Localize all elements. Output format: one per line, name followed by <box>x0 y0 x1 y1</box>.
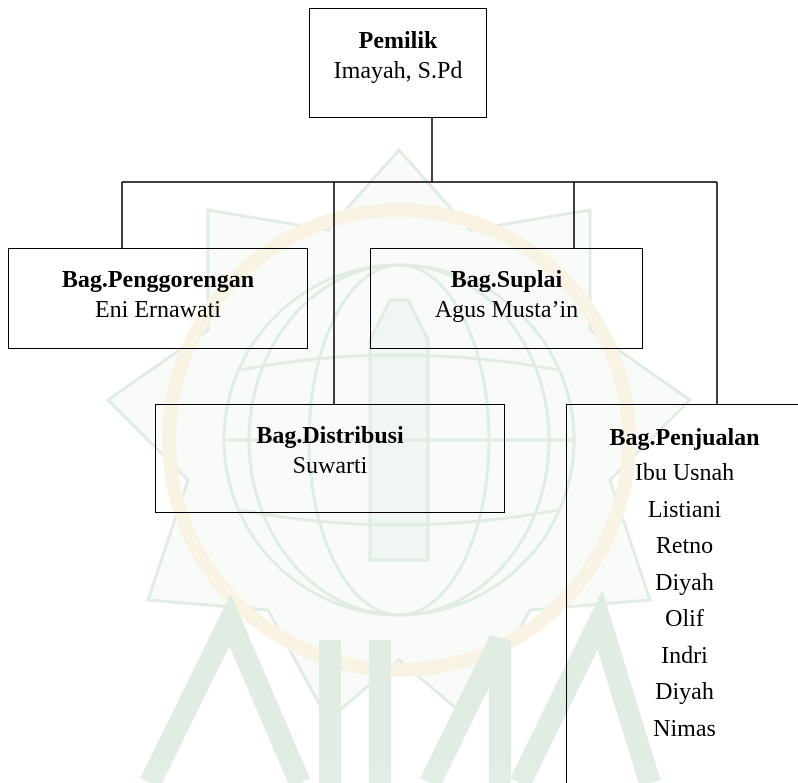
sales-member: Retno <box>655 533 714 559</box>
frying-section-name: Eni Ernawati <box>95 297 221 323</box>
watermark-globe <box>222 263 576 617</box>
sales-section-box: Bag.Penjualan Ibu Usnah Listiani Retno D… <box>566 404 798 783</box>
owner-box: Pemilik Imayah, S.Pd <box>309 8 487 118</box>
sales-member: Diyah <box>655 679 714 705</box>
sales-member: Indri <box>661 642 708 669</box>
owner-name: Imayah, S.Pd <box>333 58 463 84</box>
watermark-gold-ring <box>162 203 636 677</box>
distribution-section-name: Suwarti <box>292 453 368 479</box>
owner-title: Pemilik <box>358 28 438 54</box>
distribution-section-box: Bag.Distribusi Suwarti <box>155 404 505 513</box>
supply-section-name: Agus Musta’in <box>434 297 579 323</box>
frying-section-title: Bag.Penggorengan <box>61 267 255 293</box>
frying-section-box: Bag.Penggorengan Eni Ernawati <box>8 248 308 349</box>
watermark-letters <box>140 590 661 783</box>
distribution-section-title: Bag.Distribusi <box>256 423 404 449</box>
sales-member: Nimas <box>653 715 716 742</box>
sales-section-title: Bag.Penjualan <box>609 425 760 451</box>
supply-section-box: Bag.Suplai Agus Musta’in <box>370 248 643 349</box>
sales-member: Ibu Usnah <box>634 460 735 486</box>
watermark-star-outline <box>105 147 693 723</box>
supply-section-title: Bag.Suplai <box>450 267 563 293</box>
sales-member: Olif <box>665 606 704 632</box>
sales-member: Listiani <box>647 496 722 523</box>
sales-member: Diyah <box>655 569 714 596</box>
